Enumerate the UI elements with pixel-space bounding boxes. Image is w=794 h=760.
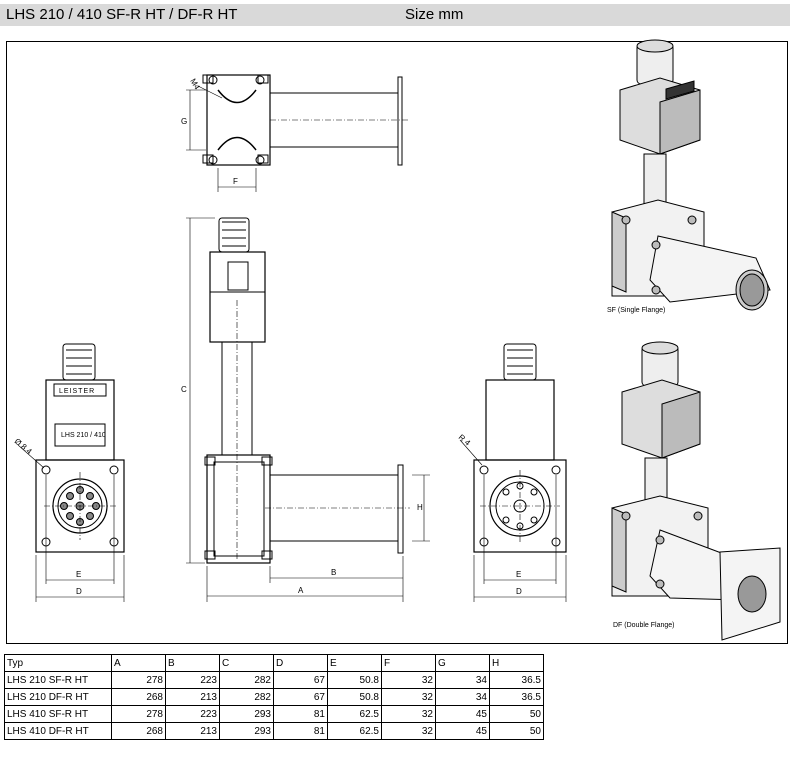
table-cell-type: LHS 210 SF-R HT bbox=[4, 671, 112, 689]
front-view-right bbox=[459, 343, 567, 602]
column-header: E bbox=[327, 654, 382, 672]
table-row: LHS 410 SF-R HT 278 223 293 81 62.5 32 4… bbox=[4, 705, 544, 723]
table-cell: 268 bbox=[111, 722, 166, 740]
isometric-single-flange bbox=[611, 39, 771, 311]
column-header: B bbox=[165, 654, 220, 672]
table-cell: 50 bbox=[489, 705, 544, 723]
table-row: LHS 210 SF-R HT 278 223 282 67 50.8 32 3… bbox=[4, 671, 544, 689]
dim-label-f: F bbox=[233, 177, 238, 186]
table-cell: 268 bbox=[111, 688, 166, 706]
column-header: A bbox=[111, 654, 166, 672]
dim-label-h: H bbox=[417, 503, 423, 512]
table-cell: 278 bbox=[111, 705, 166, 723]
table-cell: 223 bbox=[165, 671, 220, 689]
table-cell: 36.5 bbox=[489, 688, 544, 706]
dim-label-g: G bbox=[181, 117, 187, 126]
header-bar: LHS 210 / 410 SF-R HT / DF-R HT Size mm bbox=[0, 4, 790, 26]
dim-label-d-left: D bbox=[76, 587, 82, 596]
dim-label-b: B bbox=[331, 568, 336, 577]
table-cell: 50.8 bbox=[327, 688, 382, 706]
table-cell: 32 bbox=[381, 688, 436, 706]
table-cell: 32 bbox=[381, 705, 436, 723]
front-view-left bbox=[17, 343, 125, 602]
column-header: G bbox=[435, 654, 490, 672]
dim-label-c: C bbox=[181, 385, 187, 394]
table-cell-type: LHS 410 SF-R HT bbox=[4, 705, 112, 723]
table-cell: 45 bbox=[435, 722, 490, 740]
caption-double-flange: DF (Double Flange) bbox=[613, 622, 675, 629]
table-cell: 62.5 bbox=[327, 705, 382, 723]
table-cell: 278 bbox=[111, 671, 166, 689]
technical-drawing: M4 G F C B A H E D E D Ø 8.4 R 4 LEISTER… bbox=[13, 39, 781, 641]
dim-label-a: A bbox=[298, 586, 304, 595]
table-cell: 36.5 bbox=[489, 671, 544, 689]
table-cell: 45 bbox=[435, 705, 490, 723]
product-title: LHS 210 / 410 SF-R HT / DF-R HT bbox=[6, 6, 238, 23]
table-row: LHS 410 DF-R HT 268 213 293 81 62.5 32 4… bbox=[4, 722, 544, 740]
table-cell: 32 bbox=[381, 671, 436, 689]
table-cell: 213 bbox=[165, 722, 220, 740]
table-cell: 50.8 bbox=[327, 671, 382, 689]
table-cell: 293 bbox=[219, 705, 274, 723]
nameplate-logo: LEISTER bbox=[59, 388, 95, 395]
dim-label-r4: R 4 bbox=[457, 433, 473, 448]
table-cell: 32 bbox=[381, 722, 436, 740]
column-header: F bbox=[381, 654, 436, 672]
table-cell: 81 bbox=[273, 705, 328, 723]
table-cell: 34 bbox=[435, 671, 490, 689]
table-cell: 213 bbox=[165, 688, 220, 706]
isometric-double-flange bbox=[611, 341, 781, 641]
column-header: Typ bbox=[4, 654, 112, 672]
table-cell-type: LHS 210 DF-R HT bbox=[4, 688, 112, 706]
drawing-frame bbox=[6, 41, 788, 644]
table-cell: 81 bbox=[273, 722, 328, 740]
table-cell: 282 bbox=[219, 688, 274, 706]
caption-single-flange: SF (Single Flange) bbox=[607, 307, 666, 314]
column-header: D bbox=[273, 654, 328, 672]
nameplate-model: LHS 210 / 410 bbox=[61, 432, 106, 439]
table-cell-type: LHS 410 DF-R HT bbox=[4, 722, 112, 740]
column-header: C bbox=[219, 654, 274, 672]
dim-label-e-left: E bbox=[76, 570, 81, 579]
dim-label-m4: M4 bbox=[188, 77, 202, 92]
table-cell: 34 bbox=[435, 688, 490, 706]
dim-label-e-right: E bbox=[516, 570, 521, 579]
dimension-table: Typ A B C D E F G H LHS 210 SF-R HT 278 … bbox=[4, 654, 544, 740]
table-cell: 62.5 bbox=[327, 722, 382, 740]
table-cell: 282 bbox=[219, 671, 274, 689]
side-view bbox=[186, 217, 430, 602]
table-cell: 223 bbox=[165, 705, 220, 723]
table-header-row: Typ A B C D E F G H bbox=[4, 654, 544, 672]
column-header: H bbox=[489, 654, 544, 672]
dim-label-d-right: D bbox=[516, 587, 522, 596]
size-unit-label: Size mm bbox=[405, 6, 464, 23]
table-cell: 50 bbox=[489, 722, 544, 740]
table-cell: 293 bbox=[219, 722, 274, 740]
table-cell: 67 bbox=[273, 688, 328, 706]
dim-label-d84: Ø 8.4 bbox=[13, 437, 34, 457]
table-cell: 67 bbox=[273, 671, 328, 689]
table-row: LHS 210 DF-R HT 268 213 282 67 50.8 32 3… bbox=[4, 688, 544, 706]
top-view bbox=[186, 74, 410, 192]
